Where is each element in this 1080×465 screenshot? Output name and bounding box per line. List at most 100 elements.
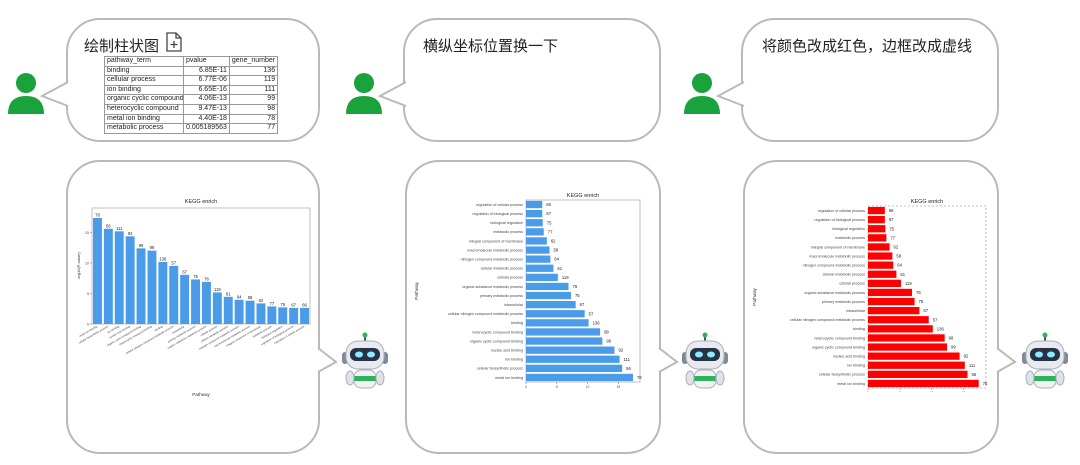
- y-tick-label: biological regulation: [490, 221, 523, 225]
- table-cell: 99: [228, 94, 279, 105]
- bar: [125, 236, 135, 324]
- prompt-bubble-2: [403, 18, 661, 142]
- bar: [868, 316, 929, 324]
- bar-value-label: 119: [905, 281, 912, 286]
- bar-value-label: 77: [548, 229, 553, 234]
- y-tick-label: intracellular: [846, 309, 866, 313]
- x-tick-label: 5: [899, 391, 901, 392]
- bar-value-label: 92: [964, 354, 969, 359]
- table-cell: organic cyclic compound: [104, 94, 184, 105]
- user-icon: [346, 73, 382, 114]
- user-icon: [684, 73, 720, 114]
- y-tick-label: nitrogen compound metabolic process: [461, 257, 523, 261]
- robot-assistant-icon: [342, 332, 388, 389]
- bar: [223, 296, 233, 324]
- y-tick-label: cellular biosynthetic process: [477, 367, 523, 371]
- bar: [868, 361, 965, 369]
- bar: [868, 261, 894, 269]
- table-cell: heterocyclic compound: [104, 103, 184, 115]
- bar-value-label: 77: [890, 235, 895, 240]
- x-tick-label: 5: [556, 385, 558, 389]
- bar: [868, 288, 913, 297]
- bar-value-label: 67: [291, 302, 296, 307]
- bar-value-label: 67: [546, 211, 551, 216]
- bar: [526, 319, 589, 327]
- y-tick-label: macromolecule metabolic process: [809, 254, 865, 258]
- y-tick-label: cellular nitrogen compound metabolic pro…: [790, 318, 865, 322]
- bar-value-label: 111: [116, 226, 123, 231]
- y-tick-label: macromolecule metabolic process: [467, 248, 523, 252]
- y-tick-label: metabolic process: [835, 236, 865, 240]
- y-tick-label: cellular process: [497, 276, 523, 280]
- file-add-icon[interactable]: [166, 32, 182, 52]
- table-cell: 6.85E-11: [183, 65, 230, 77]
- bubble-tail-3: [716, 81, 745, 107]
- bar: [868, 297, 915, 306]
- bar: [868, 352, 960, 360]
- y-tick-label: cellular nitrogen compound metabolic pro…: [448, 312, 523, 316]
- response-tail-3: [996, 347, 1017, 373]
- bar: [180, 274, 190, 324]
- y-tick-label: cellular process: [839, 282, 865, 286]
- bar: [868, 370, 968, 378]
- bar: [526, 237, 547, 245]
- y-tick-label: primary metabolic process: [480, 294, 523, 298]
- y-tick-label: integral component of membrane: [811, 245, 865, 249]
- y-tick-label: integral component of membrane: [469, 239, 523, 243]
- x-tick-label: 15: [617, 385, 621, 389]
- y-tick-label: 15: [85, 231, 89, 235]
- y-tick-label: 0: [87, 323, 89, 327]
- bar-value-label: 75: [919, 299, 924, 304]
- bar: [526, 346, 615, 354]
- bar: [278, 307, 288, 324]
- bar-value-label: 58: [554, 248, 559, 253]
- table-header: pvalue: [183, 56, 230, 67]
- bar-value-label: 61: [226, 291, 231, 296]
- y-tick-label: binding: [511, 321, 523, 325]
- bar-value-label: 58: [248, 295, 253, 300]
- bar-value-label: 61: [900, 272, 905, 277]
- table-cell: 4.06E-13: [183, 94, 230, 105]
- y-tick-label: cellular metabolic process: [481, 267, 524, 271]
- table-cell: 4.40E-18: [183, 113, 230, 125]
- table-cell: 136: [228, 65, 279, 77]
- bar-value-label: 56: [626, 366, 631, 371]
- bar: [256, 303, 266, 324]
- bar-value-label: 136: [593, 320, 601, 325]
- bar: [526, 282, 569, 291]
- y-tick-label: regulation of biological process: [472, 212, 523, 216]
- bar: [526, 373, 633, 382]
- y-tick-label: heterocyclic compound binding: [472, 330, 523, 334]
- x-tick-label: intracellular: [171, 324, 185, 334]
- bar: [526, 210, 543, 218]
- bar: [526, 228, 544, 236]
- bar-value-label: 92: [128, 231, 133, 236]
- bar-value-label: 75: [889, 226, 894, 231]
- bar-value-label: 75: [193, 274, 198, 279]
- y-tick-label: organic cyclic compound binding: [812, 345, 865, 349]
- y-tick-label: heterocyclic compound binding: [814, 336, 865, 340]
- plot-border: [525, 199, 641, 383]
- bar-value-label: 98: [949, 335, 954, 340]
- bar: [526, 273, 558, 281]
- table-cell: 98: [228, 103, 279, 115]
- bar-value-label: 61: [557, 266, 562, 271]
- table-cell: 6.65E-16: [183, 84, 230, 96]
- bar-value-label: 67: [923, 308, 928, 313]
- bar: [526, 364, 623, 372]
- bar-value-label: 99: [139, 243, 144, 248]
- bar-value-label: 111: [969, 363, 976, 368]
- bar: [526, 255, 551, 263]
- y-tick-label: binding: [853, 327, 865, 331]
- bar-value-label: 64: [554, 257, 559, 262]
- y-tick-label: intracellular: [504, 303, 524, 307]
- bar-value-label: 76: [916, 290, 921, 295]
- table-cell: 119: [228, 75, 279, 86]
- bar-value-label: 66: [302, 302, 307, 307]
